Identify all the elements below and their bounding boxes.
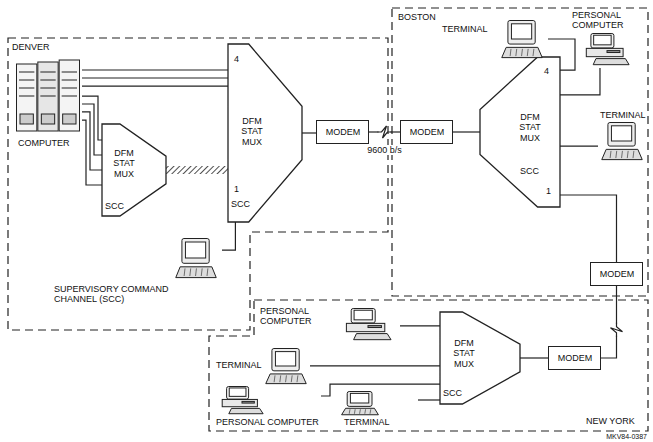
terminal-icon <box>340 391 380 415</box>
terminal-icon <box>600 122 644 160</box>
terminal-icon <box>264 348 308 384</box>
node-label: 4 <box>234 54 239 64</box>
node-label: PERSONAL COMPUTER <box>216 417 319 427</box>
device-node: TERMINAL <box>338 390 418 430</box>
data-line <box>560 195 617 262</box>
terminal-icon <box>500 20 544 58</box>
node-label: MODEM <box>403 127 451 137</box>
data-line <box>82 77 228 78</box>
node-label: MODEM <box>551 353 599 363</box>
hatched-bundle <box>166 166 228 174</box>
node-label: 1 <box>234 184 239 194</box>
node-label: COMPUTER <box>18 138 70 148</box>
device-node: PERSONAL COMPUTER <box>214 386 321 430</box>
data-line <box>82 112 102 170</box>
personal-computer-icon <box>220 386 264 414</box>
node-label: PERSONAL COMPUTER <box>260 306 330 327</box>
data-line <box>222 222 235 250</box>
site-region: MODEM 4DFM STAT MUX 1 SCC TERMINAL PERSONAL C… <box>390 6 650 300</box>
stat-mux: DFM STAT MUX SCC <box>440 312 520 404</box>
data-line <box>520 357 548 358</box>
node-label: PERSONAL COMPUTER <box>572 10 644 31</box>
node-label: DFM STAT MUX <box>446 338 482 369</box>
site-region: COMPUTER DFM STAT MUX SCC 4DFM STAT MUX 1SCC… <box>6 36 390 332</box>
data-line <box>400 325 440 326</box>
data-line <box>601 286 617 358</box>
terminal-icon <box>174 238 218 278</box>
data-line <box>82 69 228 70</box>
device-node: TERMINAL <box>214 348 310 386</box>
node-label: DFM STAT MUX <box>512 112 548 143</box>
device-node: COMPUTER <box>14 56 82 152</box>
node-label: DFM STAT MUX <box>234 116 270 147</box>
node-label: SCC <box>231 199 250 209</box>
node-label: 4 <box>544 66 549 76</box>
drawing-number: MKV84-0387 <box>606 433 647 440</box>
node-label: TERMINAL <box>442 24 488 34</box>
device-node: TERMINAL <box>598 108 648 164</box>
link-zigzag <box>378 125 392 139</box>
data-line <box>560 68 600 95</box>
region-name: BOSTON <box>398 12 436 22</box>
device-node: TERMINAL <box>440 18 548 60</box>
device-node: PERSONAL COMPUTER <box>258 304 400 346</box>
node-label: 1 <box>546 186 551 196</box>
node-label: TERMINAL <box>600 110 646 120</box>
node-label: SCC <box>443 388 462 398</box>
data-line <box>82 120 102 185</box>
modem-box: MODEM <box>590 262 643 286</box>
site-region: PERSONAL COMPUTER TERMINAL DFM STAT MUX SCC… <box>207 298 650 432</box>
region-name: DENVER <box>12 42 50 52</box>
data-line <box>310 365 440 366</box>
data-line <box>302 132 316 133</box>
stat-mux: DFM STAT MUX SCC <box>102 124 166 216</box>
data-line <box>82 85 228 86</box>
mux-outline <box>228 44 302 222</box>
personal-computer-icon <box>584 33 630 65</box>
stat-mux: 4DFM STAT MUX 1 SCC <box>480 57 560 207</box>
node-label: SCC <box>105 201 124 211</box>
modem-box: MODEM <box>400 120 453 144</box>
data-line <box>82 96 102 140</box>
region-name: NEW YORK <box>586 416 635 426</box>
node-label: SCC <box>520 166 539 176</box>
link-zigzag <box>610 323 624 337</box>
line-rate-label: 9600 b/s <box>366 145 403 155</box>
modem-box: MODEM <box>316 120 369 144</box>
node-label: DFM STAT MUX <box>106 148 142 179</box>
node-label: TERMINAL <box>216 360 262 370</box>
data-line <box>418 399 440 400</box>
node-label: MODEM <box>593 269 641 279</box>
node-label: MODEM <box>319 127 367 137</box>
data-line <box>321 384 440 396</box>
device-node: PERSONAL COMPUTER <box>568 8 646 68</box>
data-line <box>453 131 480 132</box>
data-line <box>560 145 598 146</box>
node-label: SUPERVISORY COMMAND CHANNEL (SCC) <box>54 284 184 305</box>
computer-icon <box>16 58 80 132</box>
modem-box: MODEM <box>548 346 601 370</box>
device-node: SUPERVISORY COMMAND CHANNEL (SCC) <box>50 236 222 320</box>
node-label: TERMINAL <box>344 417 390 427</box>
personal-computer-icon <box>344 308 392 340</box>
stat-mux: 4DFM STAT MUX 1SCC <box>228 44 302 222</box>
